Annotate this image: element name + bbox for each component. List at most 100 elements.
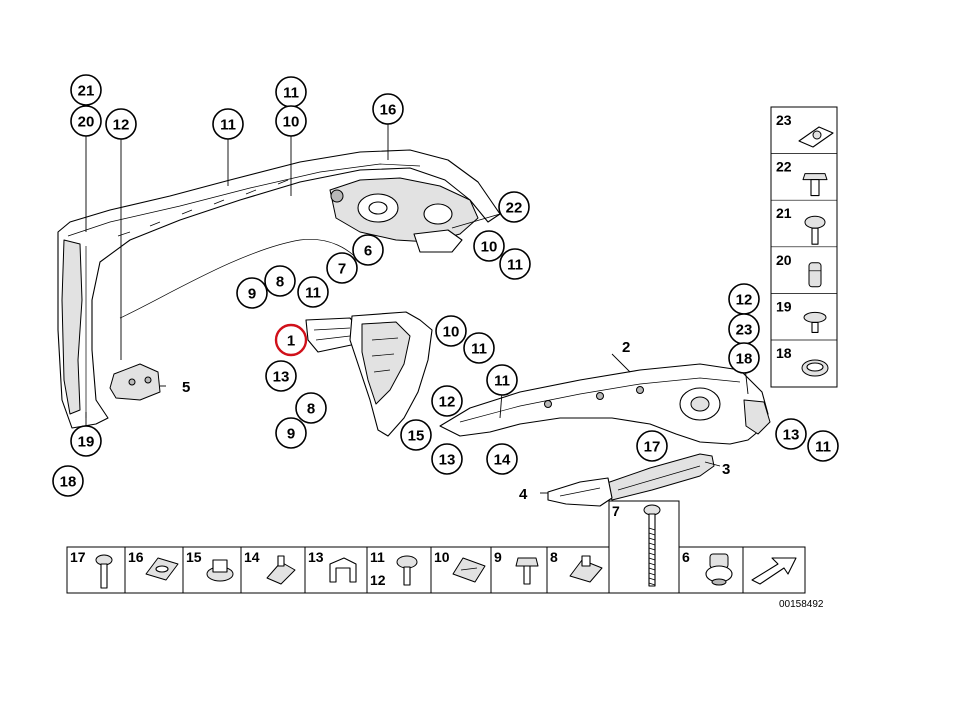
callout-17: 17 bbox=[636, 430, 668, 462]
callout-22: 22 bbox=[498, 191, 530, 223]
gasket-plate-icon bbox=[145, 557, 179, 581]
callout-label: 13 bbox=[783, 427, 800, 444]
callout-label: 11 bbox=[283, 85, 299, 102]
callout-20: 20 bbox=[70, 105, 102, 137]
callout-12: 12 bbox=[431, 385, 463, 417]
side-legend-label: 21 bbox=[776, 205, 792, 221]
bolt-icon bbox=[95, 554, 113, 589]
callout-label: 20 bbox=[78, 114, 95, 131]
side-legend-label: 20 bbox=[776, 252, 792, 268]
side-fastener-legend: 23 22 21 20 19 18 bbox=[770, 106, 838, 388]
bottom-legend-label: 8 bbox=[550, 549, 558, 565]
callout-label: 9 bbox=[287, 426, 295, 443]
side-legend-item-20: 20 bbox=[771, 246, 837, 288]
bottom-legend-item-8: 8 bbox=[546, 546, 610, 594]
callout-label: 16 bbox=[380, 102, 397, 119]
part-label-5: 5 bbox=[182, 379, 190, 396]
side-legend-item-23: 23 bbox=[776, 112, 834, 148]
bottom-legend-label: 15 bbox=[186, 549, 202, 565]
long-bolt-icon bbox=[643, 504, 661, 587]
callout-label: 11 bbox=[494, 373, 510, 390]
clip-nut-icon bbox=[798, 126, 834, 148]
callout-11: 11 bbox=[486, 364, 518, 396]
bottom-legend-label: 17 bbox=[70, 549, 86, 565]
callout-label: 1 bbox=[287, 333, 295, 350]
headlight-carrier bbox=[329, 177, 479, 253]
callout-18: 18 bbox=[52, 465, 84, 497]
bottom-legend-label: 7 bbox=[612, 503, 620, 519]
callout-14: 14 bbox=[486, 443, 518, 475]
part-label-4: 4 bbox=[519, 486, 528, 503]
bracket-part-4 bbox=[547, 477, 613, 507]
side-legend-label: 19 bbox=[776, 298, 792, 314]
callout-label: 13 bbox=[273, 369, 290, 386]
callout-label: 23 bbox=[736, 322, 753, 339]
bottom-legend-label: 10 bbox=[434, 549, 450, 565]
side-legend-item-19: 19 bbox=[771, 293, 837, 333]
bottom-legend-item-arrow bbox=[742, 546, 806, 594]
bottom-legend-item-17: 17 bbox=[66, 546, 126, 594]
callout-1: 1 bbox=[274, 323, 308, 357]
flat-screw-icon bbox=[803, 311, 827, 333]
callout-label: 17 bbox=[644, 439, 661, 456]
side-legend-item-22: 22 bbox=[771, 153, 837, 197]
side-legend-item-18: 18 bbox=[771, 339, 837, 377]
callout-label: 18 bbox=[736, 351, 753, 368]
callout-16: 16 bbox=[372, 93, 404, 125]
callout-11: 11 bbox=[297, 276, 329, 308]
bottom-legend-label: 14 bbox=[244, 549, 260, 565]
callout-9: 9 bbox=[275, 417, 307, 449]
sheet-nut-icon bbox=[452, 557, 486, 583]
callout-label: 21 bbox=[78, 83, 95, 100]
callout-11: 11 bbox=[275, 76, 307, 108]
callout-label: 14 bbox=[494, 452, 511, 469]
callout-11: 11 bbox=[463, 332, 495, 364]
part-label-2: 2 bbox=[622, 339, 630, 356]
callout-15: 15 bbox=[400, 419, 432, 451]
callout-9: 9 bbox=[236, 277, 268, 309]
bracket-part-5 bbox=[109, 363, 161, 401]
callout-8: 8 bbox=[295, 392, 327, 424]
callout-label: 15 bbox=[408, 428, 425, 445]
callout-label: 10 bbox=[283, 114, 300, 131]
callout-label: 11 bbox=[815, 439, 831, 456]
bottom-legend-label: 6 bbox=[682, 549, 690, 565]
bottom-legend-label: 16 bbox=[128, 549, 144, 565]
callout-10: 10 bbox=[275, 105, 307, 137]
hex-screw-icon bbox=[515, 557, 539, 585]
side-legend-item-21: 21 bbox=[771, 199, 837, 245]
callout-13: 13 bbox=[775, 418, 807, 450]
side-legend-label: 18 bbox=[776, 345, 792, 361]
bracket-part-3 bbox=[603, 453, 715, 501]
callout-12: 12 bbox=[105, 108, 137, 140]
bottom-legend-item-10: 10 bbox=[430, 546, 492, 594]
callout-21: 21 bbox=[70, 74, 102, 106]
bottom-legend-item-7: 7 bbox=[608, 500, 680, 594]
side-legend-label: 22 bbox=[776, 159, 792, 175]
callout-label: 7 bbox=[338, 261, 346, 278]
callout-12: 12 bbox=[728, 283, 760, 315]
bottom-legend-label: 11 bbox=[370, 549, 385, 565]
carrier-part-2 bbox=[439, 363, 771, 445]
callout-label: 8 bbox=[307, 401, 315, 418]
round-screw-icon bbox=[804, 215, 826, 245]
callout-label: 10 bbox=[443, 324, 460, 341]
cage-nut-icon bbox=[569, 555, 603, 583]
bottom-legend-label: 13 bbox=[308, 549, 324, 565]
callout-label: 18 bbox=[60, 474, 77, 491]
bottom-legend-item-9: 9 bbox=[490, 546, 548, 594]
grommet-ring-icon bbox=[801, 359, 829, 377]
wheelhouse-panel-15 bbox=[349, 311, 433, 437]
callout-13: 13 bbox=[265, 360, 297, 392]
callout-label: 12 bbox=[439, 394, 456, 411]
bottom-legend-item-16: 16 bbox=[124, 546, 184, 594]
spring-nut-icon bbox=[705, 553, 733, 586]
bottom-legend-item-14: 14 bbox=[240, 546, 306, 594]
callout-11: 11 bbox=[499, 248, 531, 280]
bottom-legend-item-13: 13 bbox=[304, 546, 368, 594]
callout-13: 13 bbox=[431, 443, 463, 475]
clamp-clip-icon bbox=[329, 557, 357, 583]
flange-nut-icon bbox=[206, 559, 234, 582]
